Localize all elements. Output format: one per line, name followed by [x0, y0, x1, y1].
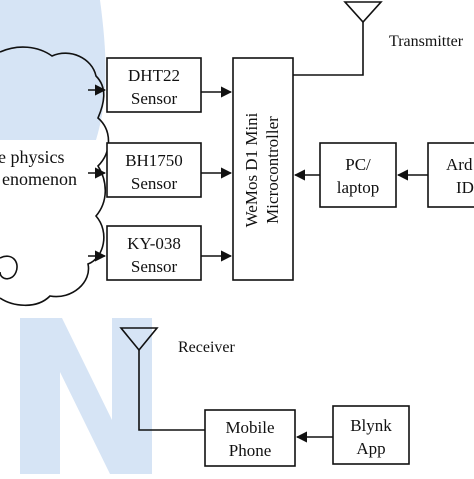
sensor-ky038: KY-038 Sensor	[106, 225, 202, 281]
mobile-phone: Mobile Phone	[204, 409, 296, 467]
phenomenon-cloud: e physics enomenon	[0, 46, 110, 307]
receiver-antenna-icon	[119, 327, 159, 352]
pc-laptop: PC/ laptop	[319, 142, 397, 208]
cloud-to-sensor-arrows	[88, 84, 107, 262]
microcontroller: WeMos D1 Mini Microcontroller	[232, 57, 294, 281]
receiver: Receiver	[119, 327, 236, 431]
transmitter-antenna-icon	[343, 1, 383, 24]
arduino-ide-label-line2: ID	[456, 178, 474, 197]
pc-laptop-label-line1: PC/	[345, 155, 371, 174]
sensor-ky038-box	[106, 225, 202, 281]
mobile-phone-label-line2: Phone	[229, 441, 272, 460]
watermark	[0, 0, 152, 474]
pc-laptop-box	[319, 142, 397, 208]
cloud-inner-curl	[0, 255, 18, 280]
sensor-bh1750-label-line1: BH1750	[125, 151, 183, 170]
transmitter: Transmitter	[293, 1, 464, 76]
cloud-outline	[0, 46, 110, 307]
sensor-bh1750: BH1750 Sensor	[106, 142, 202, 198]
mobile-phone-box	[204, 409, 296, 467]
blynk-app-label-line1: Blynk	[350, 416, 392, 435]
microcontroller-box	[232, 57, 294, 281]
blynk-app-box	[332, 405, 410, 465]
blynk-app-label-line2: App	[356, 439, 385, 458]
mobile-phone-label-line1: Mobile	[225, 418, 274, 437]
watermark-arc	[0, 0, 106, 140]
sensor-dht22: DHT22 Sensor	[106, 57, 202, 113]
receiver-label: Receiver	[178, 339, 236, 356]
arduino-ide-box	[427, 142, 474, 208]
sensor-to-mcu-arrows	[201, 86, 233, 262]
sensor-bh1750-label-line2: Sensor	[131, 174, 178, 193]
pc-laptop-label-line2: laptop	[337, 178, 380, 197]
receiver-wire	[138, 350, 205, 431]
microcontroller-label-line1: WeMos D1 Mini	[242, 112, 261, 227]
sensor-ky038-label-line2: Sensor	[131, 257, 178, 276]
microcontroller-label-line2: Microcontroller	[263, 116, 282, 224]
transmitter-label: Transmitter	[389, 33, 464, 50]
arduino-ide-label-line1: Ard	[446, 155, 473, 174]
phenomenon-label-line2: enomenon	[2, 169, 77, 189]
blynk-app: Blynk App	[332, 405, 410, 465]
sensor-dht22-box	[106, 57, 202, 113]
watermark-letter-n	[20, 318, 152, 474]
sensor-ky038-label-line1: KY-038	[127, 234, 181, 253]
sensor-dht22-label-line1: DHT22	[128, 66, 180, 85]
transmitter-wire	[293, 22, 364, 76]
phenomenon-label-line1: e physics	[0, 147, 65, 167]
sensor-bh1750-box	[106, 142, 202, 198]
arduino-ide: Ard ID	[427, 142, 474, 208]
sensor-dht22-label-line2: Sensor	[131, 89, 178, 108]
